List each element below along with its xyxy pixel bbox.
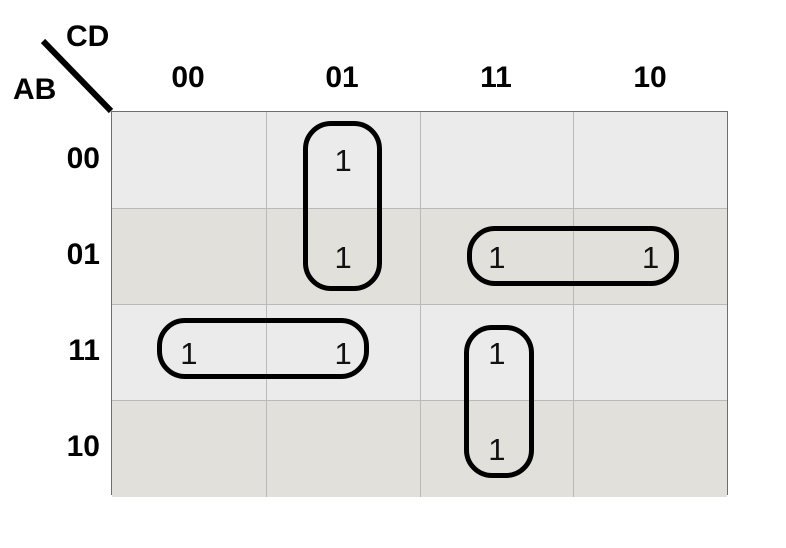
kmap-row-00: 1 bbox=[112, 112, 727, 208]
row-header-0: 00 bbox=[66, 142, 100, 175]
kmap-cell-00-10[interactable] bbox=[573, 112, 727, 208]
kmap-cell-10-11[interactable]: 1 bbox=[419, 401, 574, 497]
kmap-cell-10-01[interactable] bbox=[265, 401, 420, 497]
kmap-cell-11-01[interactable]: 1 bbox=[265, 305, 420, 401]
kmap-cell-11-11[interactable]: 1 bbox=[419, 305, 574, 401]
kmap-grid: 1 1 1 1 1 1 1 1 bbox=[111, 111, 728, 497]
cell-value: 1 bbox=[488, 431, 506, 467]
axis-label-ab: AB bbox=[13, 73, 57, 106]
axis-label-cd: CD bbox=[66, 20, 110, 53]
kmap-row-01: 1 1 1 bbox=[112, 208, 727, 305]
kmap-cell-00-11[interactable] bbox=[419, 112, 574, 208]
cell-value: 1 bbox=[334, 142, 352, 178]
column-header-3: 10 bbox=[633, 61, 667, 94]
kmap-cell-01-00[interactable] bbox=[112, 209, 266, 305]
kmap-cell-01-10[interactable]: 1 bbox=[573, 209, 727, 305]
kmap-row-10: 1 bbox=[112, 400, 727, 497]
cell-value: 1 bbox=[488, 239, 506, 275]
cell-value: 1 bbox=[180, 335, 198, 371]
kmap-cell-01-01[interactable]: 1 bbox=[265, 209, 420, 305]
row-header-3: 10 bbox=[66, 430, 100, 463]
kmap-cell-11-10[interactable] bbox=[573, 305, 727, 401]
kmap-cell-00-00[interactable] bbox=[112, 112, 266, 208]
column-header-2: 11 bbox=[480, 61, 512, 94]
column-header-0: 00 bbox=[171, 61, 205, 94]
kmap-cell-00-01[interactable]: 1 bbox=[265, 112, 420, 208]
row-header-2: 11 bbox=[68, 334, 100, 367]
cell-value: 1 bbox=[334, 239, 352, 275]
kmap-cell-10-10[interactable] bbox=[573, 401, 727, 497]
kmap-cell-01-11[interactable]: 1 bbox=[419, 209, 574, 305]
row-header-1: 01 bbox=[66, 238, 100, 271]
kmap-cell-11-00[interactable]: 1 bbox=[112, 305, 266, 401]
kmap-cell-10-00[interactable] bbox=[112, 401, 266, 497]
cell-value: 1 bbox=[488, 335, 506, 371]
cell-value: 1 bbox=[642, 239, 660, 275]
kmap-row-11: 1 1 1 bbox=[112, 304, 727, 401]
column-header-1: 01 bbox=[325, 61, 359, 94]
cell-value: 1 bbox=[334, 335, 352, 371]
